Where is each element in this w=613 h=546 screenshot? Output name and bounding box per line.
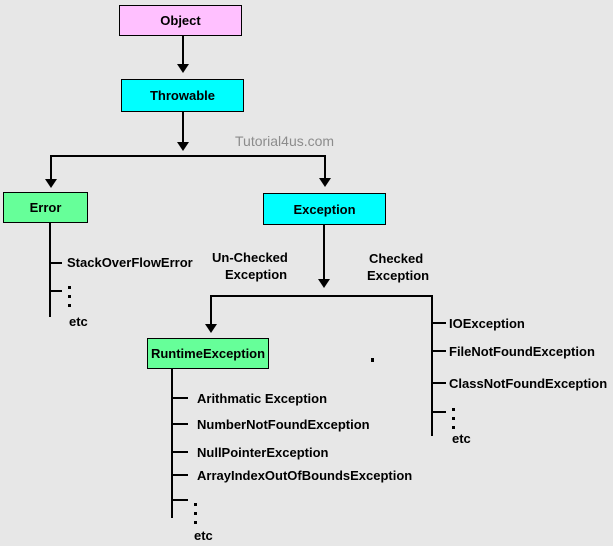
error-tick-1 [49, 262, 62, 264]
connector-split-error [50, 155, 52, 180]
split-line-unchecked-checked [210, 295, 433, 297]
node-object: Object [119, 5, 242, 36]
stray-dot [371, 358, 374, 362]
runtime-tick-5 [171, 499, 188, 501]
checked-child-filenotfound: FileNotFoundException [449, 344, 595, 359]
node-runtime-exception-label: RuntimeException [150, 346, 266, 361]
runtime-child-nullpointer: NullPointerException [197, 445, 329, 460]
error-children-trunk [49, 223, 51, 317]
arrowhead-throwable-split [177, 142, 189, 151]
node-error-label: Error [29, 200, 62, 215]
node-exception: Exception [263, 193, 386, 225]
unchecked-label-line2: Exception [225, 267, 288, 282]
arrowhead-split-error [45, 179, 57, 188]
runtime-child-arithmatic: Arithmatic Exception [197, 391, 328, 406]
connector-split-exception [324, 155, 326, 179]
runtime-tick-1 [171, 397, 188, 399]
checked-tick-3 [431, 382, 446, 384]
checked-child-ioexception: IOException [449, 316, 525, 331]
unchecked-label-line1: Un-Checked [212, 250, 288, 265]
checked-etc-label: etc [452, 431, 471, 446]
node-runtime-exception: RuntimeException [147, 338, 269, 369]
runtime-children-trunk [171, 369, 173, 518]
vertical-ellipsis-checked [452, 408, 455, 429]
connector-throwable-split [182, 112, 184, 142]
watermark-text: Tutorial4us.com [235, 133, 335, 149]
runtime-child-arrayindexoutofbounds: ArrayIndexOutOfBoundsException [197, 468, 413, 483]
arrowhead-split-exception [319, 178, 331, 187]
checked-label-line1: Checked [369, 251, 424, 266]
node-throwable-label: Throwable [149, 88, 215, 103]
node-throwable: Throwable [121, 79, 244, 112]
runtime-child-numbernotfound: NumberNotFoundException [197, 417, 370, 432]
arrowhead-split-runtime [205, 324, 217, 333]
arrowhead-object-throwable [177, 64, 189, 73]
node-exception-label: Exception [293, 201, 356, 217]
checked-tick-1 [431, 322, 446, 324]
error-tick-2 [49, 290, 62, 292]
arrowhead-exception-split [318, 279, 330, 288]
split-line-error-exception [50, 155, 326, 157]
node-error: Error [3, 192, 88, 223]
checked-child-classnotfound: ClassNotFoundException [449, 376, 608, 391]
runtime-tick-3 [171, 451, 188, 453]
checked-tick-4 [431, 411, 446, 413]
vertical-ellipsis-runtime [194, 503, 197, 524]
runtime-tick-4 [171, 474, 188, 476]
runtime-tick-2 [171, 423, 188, 425]
connector-exception-split [323, 225, 325, 279]
node-object-label: Object [160, 13, 201, 28]
vertical-ellipsis-error [68, 286, 71, 307]
connector-object-throwable [182, 36, 184, 64]
runtime-etc-label: etc [194, 528, 213, 543]
checked-children-trunk [431, 295, 433, 436]
checked-tick-2 [431, 350, 446, 352]
error-etc-label: etc [69, 314, 88, 329]
connector-split-runtime [210, 295, 212, 325]
checked-label-line2: Exception [367, 268, 430, 283]
error-child-stackoverflowerror: StackOverFlowError [67, 255, 193, 270]
